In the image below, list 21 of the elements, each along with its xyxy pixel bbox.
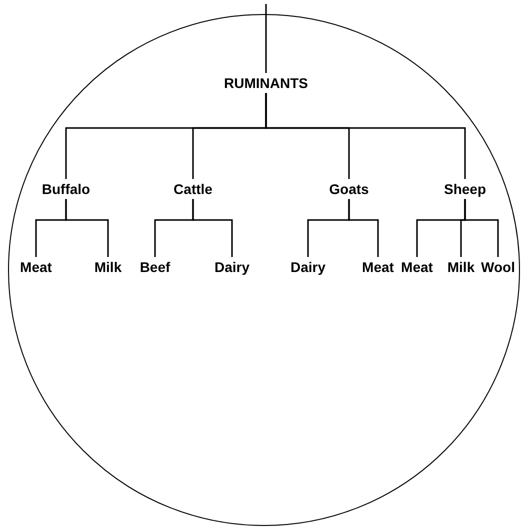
tree-label: Dairy	[212, 259, 252, 275]
tree-label: Cattle	[163, 181, 223, 197]
tree-connector	[265, 4, 267, 73]
tree-label: Meat	[358, 259, 398, 275]
circle-outline	[8, 14, 520, 526]
tree-label: Beef	[135, 259, 175, 275]
tree-label: Goats	[319, 181, 379, 197]
tree-label: Sheep	[435, 181, 495, 197]
tree-label: Wool	[478, 259, 518, 275]
tree-connector	[265, 93, 466, 179]
tree-connector	[65, 199, 109, 257]
tree-label: Meat	[16, 259, 56, 275]
tree-label: Milk	[88, 259, 128, 275]
tree-connector	[348, 199, 379, 257]
tree-label: Meat	[397, 259, 437, 275]
tree-label: Dairy	[288, 259, 328, 275]
tree-label: Buffalo	[36, 181, 96, 197]
tree-label: Milk	[441, 259, 481, 275]
tree-connector	[464, 199, 499, 257]
tree-connector	[192, 199, 233, 257]
tree-label: RUMINANTS	[220, 75, 312, 91]
